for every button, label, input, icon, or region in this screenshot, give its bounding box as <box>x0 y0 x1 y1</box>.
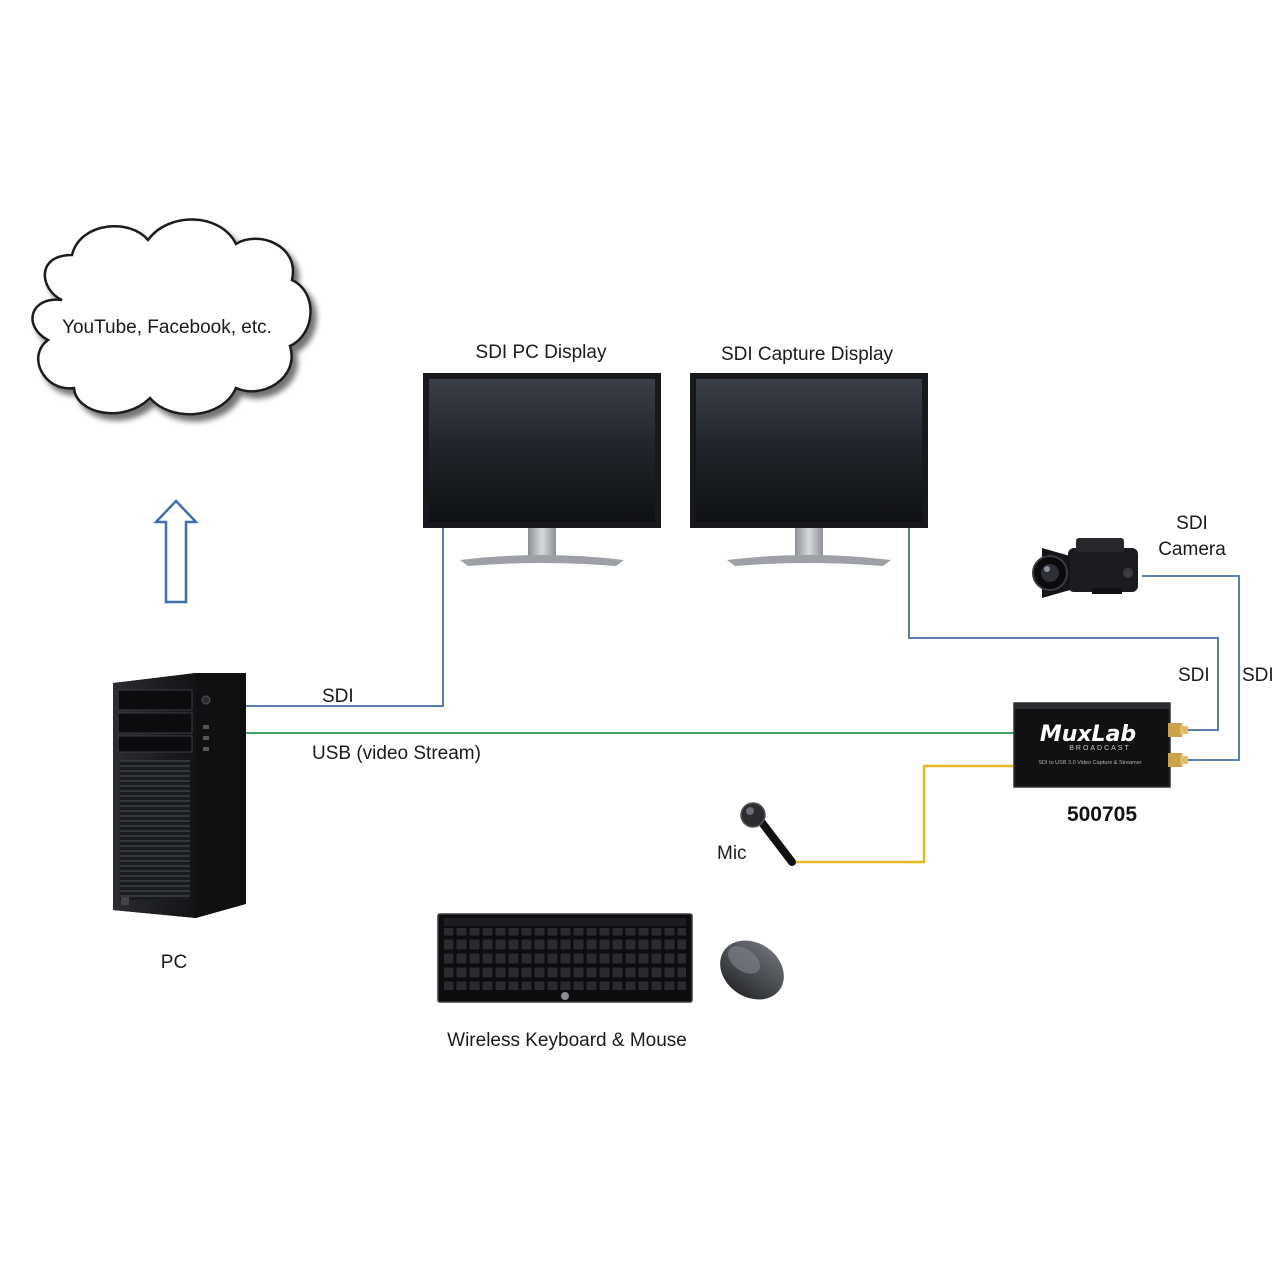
monitor-icon <box>423 373 661 566</box>
cloud-icon: YouTube, Facebook, etc. <box>31 218 312 416</box>
device-sub-brand: BROADCAST <box>1069 745 1131 752</box>
usb-link-label: USB (video Stream) <box>312 743 481 764</box>
bnc-connector-icon <box>1168 723 1188 737</box>
keyboard-mouse-label: Wireless Keyboard & Mouse <box>447 1030 687 1051</box>
sdi-wire-capture-display-to-device <box>908 528 1219 731</box>
audio-wire-mic-to-device <box>791 764 1016 864</box>
device-model-label: 500705 <box>1067 803 1137 826</box>
sdi-wire-pc-to-pc-display <box>246 528 444 707</box>
sdi-camera-label-line1: SDI <box>1176 513 1208 534</box>
mouse-icon <box>720 940 784 1000</box>
bnc-connector-icon <box>1168 753 1188 767</box>
monitor-icon <box>690 373 928 566</box>
mic-label: Mic <box>717 843 747 864</box>
sdi-capture-display-label: SDI Capture Display <box>721 344 894 365</box>
cloud-label: YouTube, Facebook, etc. <box>62 317 272 338</box>
sdi-link-label: SDI <box>322 686 354 707</box>
device-brand-logo: MuxLab <box>1040 722 1136 747</box>
upload-arrow-icon <box>153 499 199 604</box>
sdi-pc-display-label: SDI PC Display <box>476 342 607 363</box>
video-camera-icon <box>1032 538 1138 598</box>
pc-tower-icon <box>113 673 246 918</box>
sdi-link-label: SDI <box>1178 665 1210 686</box>
sdi-link-label: SDI <box>1242 665 1274 686</box>
capture-device: MuxLab BROADCAST SDI to USB 3.0 Video Ca… <box>1013 702 1188 788</box>
sdi-camera-label-line2: Camera <box>1158 539 1226 560</box>
microphone-icon <box>740 802 796 866</box>
keyboard-icon <box>437 913 693 1003</box>
pc-label: PC <box>161 952 187 973</box>
sdi-wire-camera-to-device <box>1142 575 1240 761</box>
device-caption: SDI to USB 3.0 Video Capture & Streamer <box>1038 760 1141 766</box>
